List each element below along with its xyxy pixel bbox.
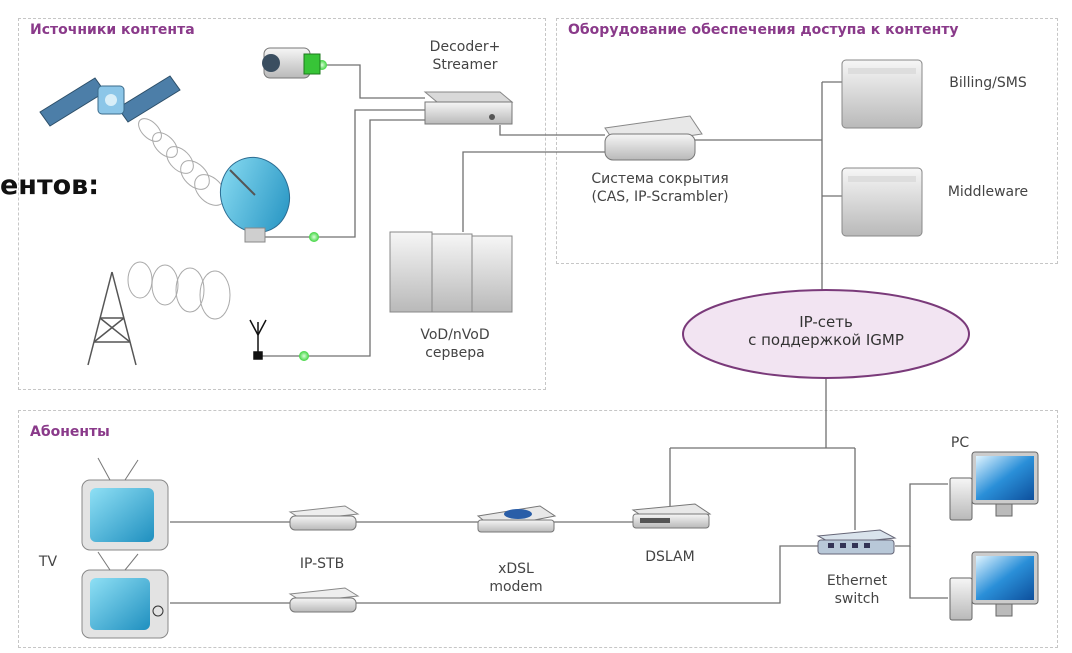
dslam-label: DSLAM bbox=[645, 549, 695, 565]
middleware-label: Middleware bbox=[947, 184, 1029, 200]
ip-stb-icon bbox=[288, 505, 360, 531]
pc-icon bbox=[949, 451, 1039, 521]
cas-label: Система сокрытия (CAS, IP-Scrambler) bbox=[591, 171, 729, 205]
cropped-heading-fragment: ентов: bbox=[0, 170, 100, 201]
billing-sms-label: Billing/SMS bbox=[949, 75, 1027, 91]
tv-icon bbox=[81, 457, 169, 551]
antenna-icon bbox=[249, 319, 267, 360]
dslam-icon bbox=[631, 503, 712, 529]
link-dots bbox=[299, 60, 327, 361]
connection-lines bbox=[170, 64, 948, 604]
link-camera-decoder bbox=[322, 64, 425, 99]
tv-icon-2 bbox=[81, 551, 169, 639]
tv-label: TV bbox=[38, 554, 58, 570]
ip-network-label: IP-сеть с поддержкой IGMP bbox=[748, 313, 904, 349]
decoder-streamer-label: Decoder+ Streamer bbox=[429, 39, 501, 73]
link-dish-decoder bbox=[262, 109, 425, 238]
ip-network-cloud bbox=[682, 289, 970, 379]
sources-section-box bbox=[18, 18, 546, 390]
xdsl-modem-icon bbox=[476, 505, 557, 533]
dish-link-dot bbox=[309, 232, 319, 242]
link-vod-cas bbox=[462, 151, 605, 232]
section-title-subscribers: Абоненты bbox=[30, 424, 110, 440]
access-section-box bbox=[556, 18, 1058, 264]
vod-servers-icon bbox=[389, 231, 513, 313]
decoder-streamer-icon bbox=[423, 91, 514, 125]
tower-signal bbox=[127, 261, 231, 320]
ip-stb-label: IP-STB bbox=[299, 556, 345, 572]
section-title-access: Оборудование обеспечения доступа к конте… bbox=[568, 22, 959, 38]
satellite-signal bbox=[138, 118, 226, 206]
cas-scrambler-icon bbox=[604, 115, 703, 161]
vod-label: VoD/nVoD сервера bbox=[420, 327, 490, 361]
middleware-server-icon bbox=[841, 167, 923, 237]
video-camera-icon bbox=[262, 47, 321, 79]
link-antenna-decoder bbox=[262, 119, 425, 357]
pc-icon-2 bbox=[949, 551, 1039, 621]
link-stb2-switch bbox=[355, 545, 818, 604]
pc-label: PC bbox=[950, 435, 970, 451]
satellite-icon bbox=[39, 75, 181, 127]
satellite-dish-icon bbox=[220, 156, 290, 243]
subscribers-section-box bbox=[18, 410, 1058, 648]
ip-stb-icon-2 bbox=[288, 587, 360, 613]
billing-sms-server-icon bbox=[841, 59, 923, 129]
section-title-sources: Источники контента bbox=[30, 22, 195, 38]
antenna-link-dot bbox=[299, 351, 309, 361]
ethernet-switch-label: Ethernet switch bbox=[826, 573, 888, 607]
link-decoder-cas bbox=[499, 125, 605, 136]
xdsl-modem-label: xDSL modem bbox=[489, 561, 543, 595]
link-switch-pc2 bbox=[909, 546, 948, 599]
link-switch-pc1 bbox=[895, 483, 948, 547]
radio-tower-icon bbox=[87, 271, 137, 366]
ethernet-switch-icon bbox=[816, 529, 897, 555]
